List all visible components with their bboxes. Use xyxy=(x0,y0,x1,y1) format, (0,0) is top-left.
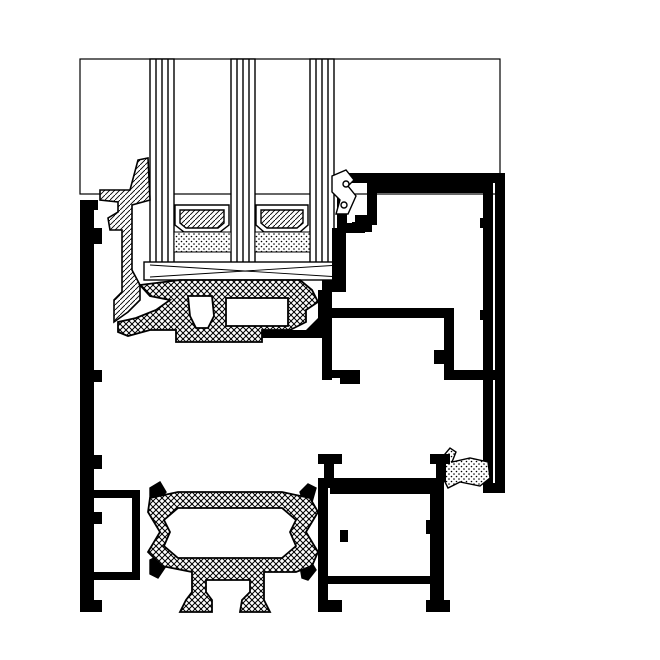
frame-lower-box xyxy=(318,454,450,612)
gasket-sill xyxy=(439,447,491,489)
setting-block xyxy=(143,261,345,281)
gaskets xyxy=(149,169,491,581)
frame-outer-profile xyxy=(80,200,140,612)
glass-spacers xyxy=(174,204,309,233)
glazing-bead xyxy=(99,157,151,324)
gasket-top xyxy=(331,169,357,215)
frame-inner-profile xyxy=(322,173,505,493)
frame-thermal-break xyxy=(146,491,320,613)
sash-inner-profile xyxy=(262,290,360,384)
desiccant-fill xyxy=(173,231,311,253)
triple-glazing xyxy=(149,58,335,270)
glazing-outline xyxy=(79,58,501,195)
sash-thermal-break xyxy=(117,279,320,343)
